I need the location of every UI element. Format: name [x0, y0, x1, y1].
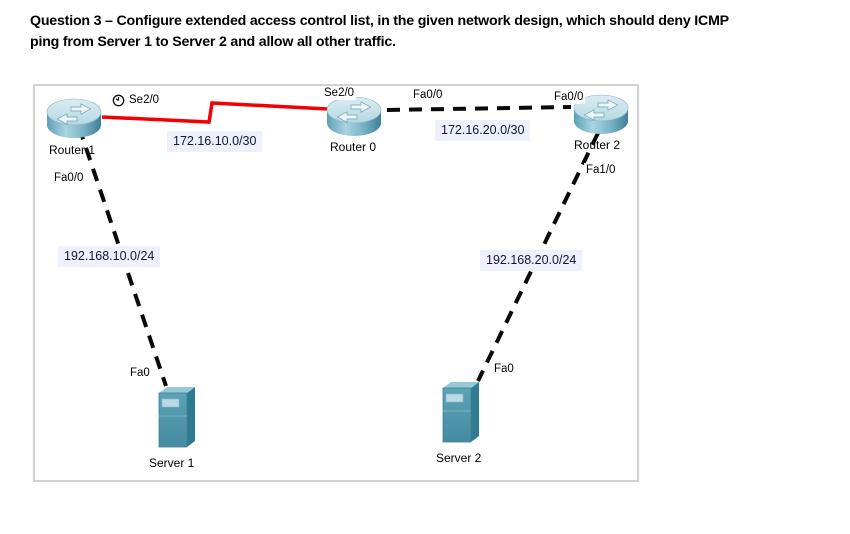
- device-name-router0: Router 0: [330, 140, 377, 154]
- router0-device: [325, 94, 383, 140]
- server-icon: [156, 383, 198, 451]
- server-icon: [440, 378, 482, 446]
- device-name-router1: Router 1: [49, 143, 96, 157]
- port-label-router1-se2-0: Se2/0: [110, 93, 162, 107]
- device-name-server1: Server 1: [149, 456, 195, 470]
- question-text-line1: Question 3 – Configure extended access c…: [30, 13, 729, 29]
- clock-icon: [112, 94, 125, 107]
- port-label-router1-fa0-0: Fa0/0: [52, 171, 86, 185]
- server2-device: [440, 378, 482, 446]
- port-label-router0-fa0-0: Fa0/0: [411, 88, 445, 102]
- device-name-server2: Server 2: [436, 451, 482, 465]
- subnet-label-ethernet-wan: 172.16.20.0/30: [435, 120, 531, 141]
- port-text-router1-se2-0: Se2/0: [129, 94, 160, 106]
- question-text-line2: ping from Server 1 to Server 2 and allow…: [30, 34, 396, 50]
- device-name-router2: Router 2: [574, 138, 621, 152]
- subnet-label-lan2: 192.168.20.0/24: [480, 250, 583, 271]
- port-label-server1-fa0: Fa0: [128, 366, 152, 380]
- router-icon: [45, 96, 103, 142]
- subnet-label-serial-wan: 172.16.10.0/30: [167, 131, 263, 152]
- port-label-server2-fa0: Fa0: [492, 362, 516, 376]
- router1-device: [45, 96, 103, 142]
- subnet-label-lan1: 192.168.10.0/24: [58, 246, 161, 267]
- port-label-router2-fa1-0: Fa1/0: [584, 163, 618, 177]
- port-label-router2-fa0-0: Fa0/0: [552, 90, 586, 104]
- router-icon: [325, 94, 383, 140]
- server1-device: [156, 383, 198, 451]
- port-label-router0-se2-0: Se2/0: [322, 86, 357, 100]
